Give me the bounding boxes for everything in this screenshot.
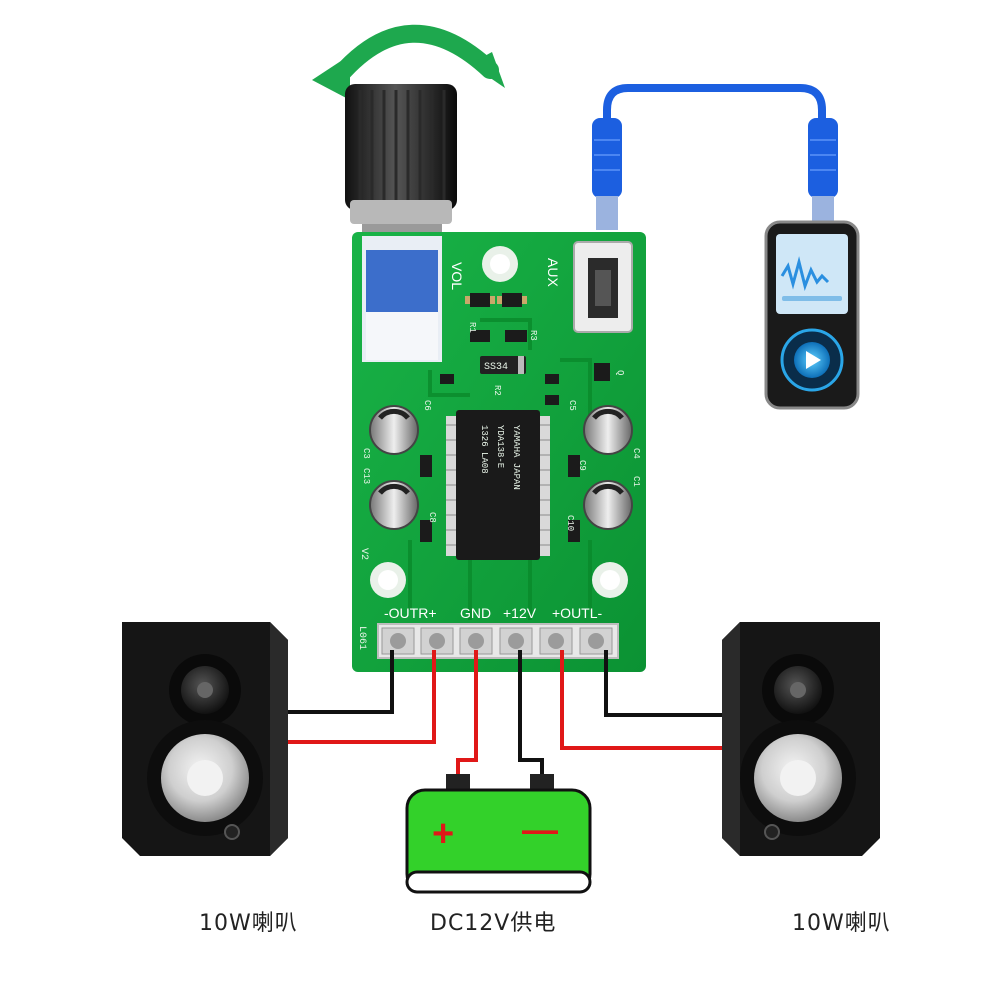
- capacitor: [369, 405, 419, 455]
- play-icon: [806, 351, 821, 369]
- terminal-label-gnd: GND: [460, 605, 491, 621]
- vol-label: VOL: [449, 262, 465, 290]
- left-speaker-caption: 10W喇叭: [199, 911, 298, 936]
- terminal-label-outl: +OUTL-: [552, 605, 603, 621]
- silk-c6: C6: [422, 400, 432, 411]
- silk-q: Q: [615, 370, 625, 375]
- rotate-arrow-icon: [312, 24, 505, 100]
- capacitor: [583, 480, 633, 530]
- terminal-label-outr: -OUTR+: [384, 605, 437, 621]
- right-speaker: [722, 622, 880, 856]
- silk-r1: R1: [467, 322, 477, 333]
- chip-text-2: YDA138-E: [495, 425, 505, 468]
- silk-side: L061: [356, 626, 367, 650]
- aux-label: AUX: [545, 258, 561, 287]
- silk-c5: C5: [567, 400, 577, 411]
- music-player: [764, 220, 860, 410]
- amplifier-chip: YAMAHA JAPAN YDA138-E 1326 LA08: [446, 410, 550, 560]
- speaker-wires: [284, 650, 724, 750]
- battery-minus-sign: —: [522, 809, 558, 850]
- silk-c1: C1: [631, 476, 641, 487]
- screw-terminals[interactable]: [377, 623, 619, 659]
- left-speaker: [122, 622, 288, 856]
- silk-c3: C3: [361, 448, 371, 459]
- silk-v2: V2: [358, 548, 369, 560]
- diode-marking: SS34: [484, 362, 508, 373]
- silk-c8: C8: [427, 512, 437, 523]
- capacitor: [369, 480, 419, 530]
- battery: + —: [405, 774, 592, 894]
- amplifier-board: SS34 YAMAHA JAPAN YDA138-E 1326 LA: [352, 232, 646, 672]
- right-speaker-caption: 10W喇叭: [792, 911, 891, 936]
- aux-cable: [592, 84, 838, 230]
- battery-plus-sign: +: [432, 813, 454, 855]
- chip-text-1: YAMAHA JAPAN: [511, 425, 521, 490]
- silk-c4: C4: [631, 448, 641, 459]
- silk-c9: C9: [577, 460, 587, 471]
- silk-c13: C13: [361, 468, 371, 484]
- capacitor: [583, 405, 633, 455]
- silk-c10: C10: [565, 515, 575, 531]
- silk-r2: R2: [492, 385, 502, 396]
- silk-r3: R3: [528, 330, 538, 341]
- terminal-label-12v: +12V: [503, 605, 537, 621]
- chip-text-3: 1326 LA08: [479, 425, 489, 474]
- aux-jack[interactable]: [573, 241, 633, 333]
- power-caption: DC12V供电: [430, 911, 557, 936]
